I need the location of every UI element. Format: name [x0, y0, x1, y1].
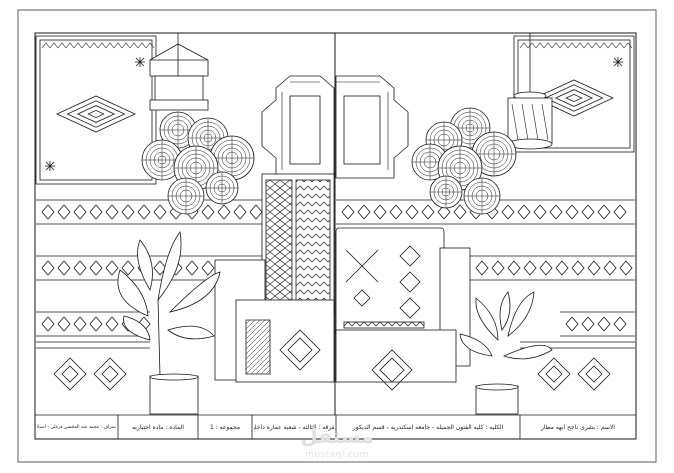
- diamond-pattern-icon: [373, 204, 387, 220]
- supervisor-cell: اشراف : محمد عبد المحسن فرغلي - استاذ: [37, 424, 116, 430]
- diamond-pattern-icon: [105, 204, 119, 220]
- diamond-pattern-icon: [389, 204, 403, 220]
- diamond-pattern-icon: [597, 316, 611, 332]
- diamond-pattern-icon: [121, 260, 135, 276]
- diamond-pattern-icon: [89, 204, 103, 220]
- diamond-pattern-icon: [619, 260, 633, 276]
- diamond-pattern-icon: [233, 204, 247, 220]
- plant-icon: [459, 291, 553, 415]
- wall-rugs: [35, 35, 635, 391]
- watermark-site: mostaql.com: [305, 450, 369, 460]
- diamond-pattern-icon: [603, 260, 617, 276]
- lamp-icon: [149, 33, 209, 111]
- rug: [513, 35, 635, 153]
- woven-plate-icon: [167, 177, 205, 215]
- star-icon: [45, 161, 55, 171]
- woven-plate-icon: [205, 171, 239, 205]
- diamond-pattern-icon: [571, 260, 585, 276]
- diamond-pattern-icon: [57, 204, 71, 220]
- diamond-pattern-icon: [57, 316, 71, 332]
- diamond-pattern-icon: [554, 89, 594, 107]
- diamond-pattern-icon: [597, 204, 611, 220]
- diamond-pattern-icon: [56, 95, 136, 133]
- diamond-pattern-icon: [533, 204, 547, 220]
- woven-plate-icon: [159, 111, 197, 149]
- diamond-pattern-icon: [405, 204, 419, 220]
- star-icon: [135, 57, 145, 67]
- diamond-pattern-icon: [41, 204, 55, 220]
- star-icon: [613, 57, 623, 67]
- lamp-icon: [507, 33, 553, 150]
- diamond-pattern-icon: [613, 316, 627, 332]
- rug: [35, 35, 157, 185]
- diamond-pattern-icon: [475, 260, 489, 276]
- diamond-pattern-icon: [501, 204, 515, 220]
- diamond-pattern-icon: [555, 260, 569, 276]
- plant-icon: [117, 231, 221, 415]
- diamond-pattern-icon: [613, 204, 627, 220]
- diamond-pattern-icon: [341, 204, 355, 220]
- diamond-pattern-icon: [523, 260, 537, 276]
- diamond-pattern-icon: [453, 204, 467, 220]
- diamond-pattern-icon: [565, 204, 579, 220]
- diamond-pattern-icon: [137, 204, 151, 220]
- diamond-pattern-icon: [217, 204, 231, 220]
- diamond-pattern-icon: [66, 100, 126, 128]
- diamond-pattern-icon: [73, 260, 87, 276]
- diamond-pattern-icon: [421, 204, 435, 220]
- diamond-pattern-icon: [201, 260, 215, 276]
- diamond-pattern-icon: [581, 316, 595, 332]
- student-name-cell: الاسم : بشرى ناجح ابهه مظار: [541, 423, 615, 431]
- mirror-icon: [335, 75, 409, 179]
- diamond-pattern-icon: [57, 260, 71, 276]
- diamond-pattern-icon: [105, 260, 119, 276]
- diamond-pattern-icon: [534, 79, 614, 117]
- diamond-pattern-icon: [73, 204, 87, 220]
- diamond-pattern-icon: [544, 84, 604, 112]
- diamond-pattern-icon: [565, 316, 579, 332]
- grade-cell: الفرقه : الثالثه - شعبه عماره داخليه: [254, 423, 334, 431]
- chair-icon: [335, 227, 471, 391]
- group-cell: مجموعه : 1: [209, 423, 241, 431]
- diamond-pattern-icon: [153, 204, 167, 220]
- woven-plates: [141, 107, 517, 215]
- diamond-pattern-icon: [249, 204, 263, 220]
- diamond-pattern-icon: [507, 260, 521, 276]
- woven-plate-icon: [471, 131, 517, 177]
- diamond-pattern-icon: [587, 260, 601, 276]
- diamond-pattern-icon: [89, 316, 103, 332]
- woven-plate-icon: [429, 175, 463, 209]
- diamond-pattern-icon: [89, 260, 103, 276]
- title-block: [35, 414, 636, 439]
- diamond-pattern-icon: [357, 204, 371, 220]
- diamond-pattern-icon: [41, 260, 55, 276]
- woven-plate-icon: [463, 177, 501, 215]
- diamond-pattern-icon: [73, 316, 87, 332]
- diamond-pattern-icon: [581, 204, 595, 220]
- mirror-icon: [261, 75, 335, 179]
- subject-cell: الماده : ماده اختياريه: [132, 423, 184, 431]
- diamond-pattern-icon: [185, 260, 199, 276]
- watermark-logo: مستقل: [300, 424, 374, 448]
- diamond-pattern-icon: [201, 204, 215, 220]
- chair-icon: [214, 173, 335, 383]
- diamond-pattern-icon: [539, 260, 553, 276]
- diamond-pattern-icon: [121, 204, 135, 220]
- diamond-pattern-icon: [517, 204, 531, 220]
- ornament-band: [470, 255, 635, 281]
- diamond-pattern-icon: [105, 316, 119, 332]
- diamond-pattern-icon: [87, 109, 105, 119]
- diamond-pattern-icon: [41, 316, 55, 332]
- outer-frame: [17, 9, 657, 463]
- ornament-band: [560, 311, 635, 337]
- floor-rug: [36, 341, 150, 391]
- faculty-cell: الكليه : كليه الفنون الجميله - جامعه اسك…: [352, 423, 504, 431]
- diamond-pattern-icon: [76, 105, 116, 123]
- diamond-pattern-icon: [491, 260, 505, 276]
- diamond-pattern-icon: [565, 93, 583, 103]
- diamond-pattern-icon: [549, 204, 563, 220]
